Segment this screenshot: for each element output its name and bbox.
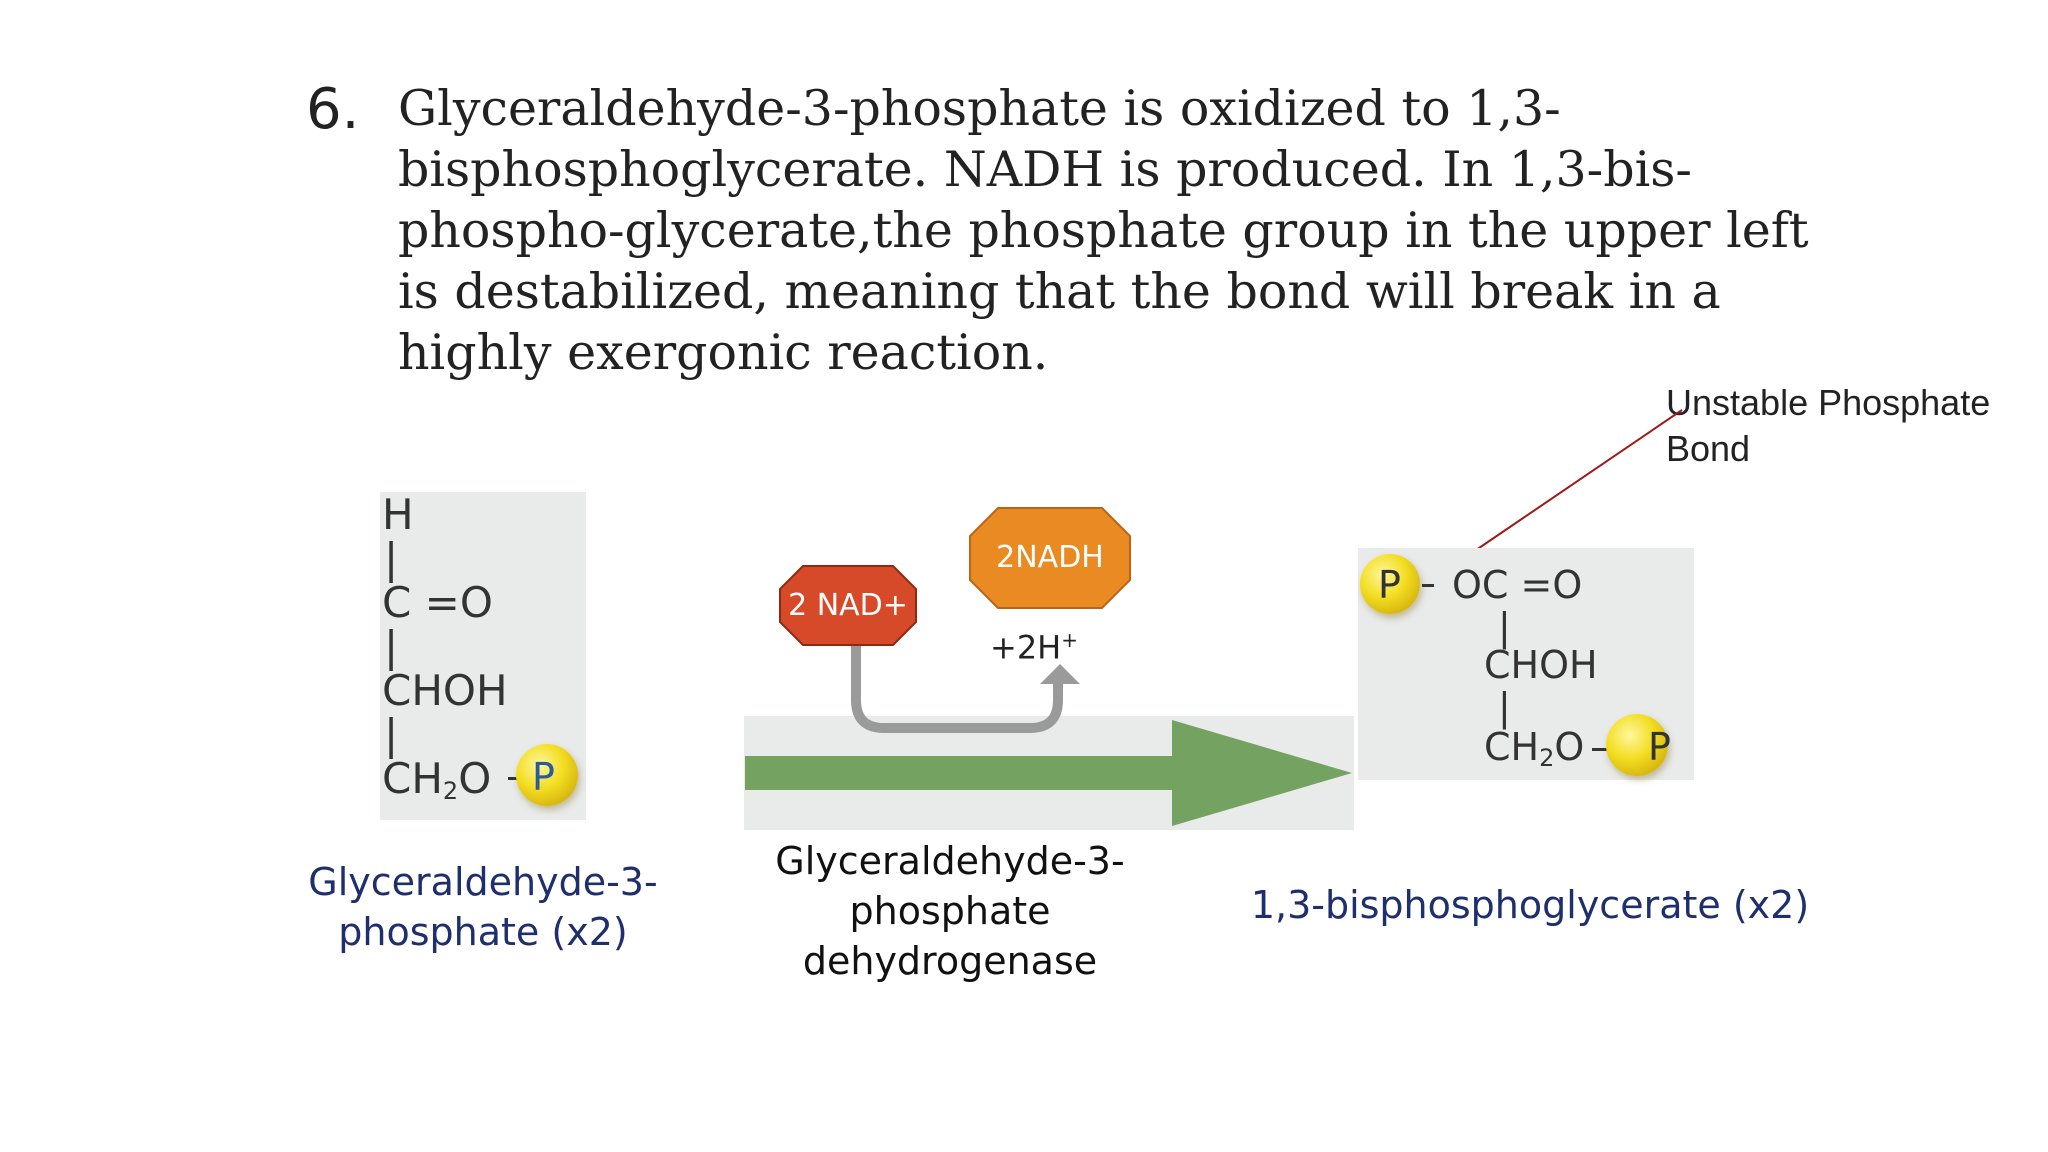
product-ch: CH bbox=[1484, 725, 1540, 769]
product-subscript-2: 2 bbox=[1539, 744, 1555, 772]
product-phosphate-ball-left bbox=[1360, 554, 1420, 614]
reactant-subscript-2: 2 bbox=[442, 777, 459, 805]
step-number: 6. bbox=[306, 77, 360, 142]
reactant-bond-2: | bbox=[384, 622, 399, 671]
product-bond-2: | bbox=[1498, 685, 1511, 729]
reactant-row-choh: CHOH bbox=[382, 666, 508, 715]
reactant-phosphate-bond bbox=[508, 777, 522, 780]
reactant-phosphate-ball bbox=[516, 744, 578, 806]
reactant-o: O bbox=[458, 754, 492, 803]
enzyme-caption-line-1: Glyceraldehyde-3- bbox=[775, 839, 1125, 883]
step-line-3: phospho-glycerate,the phosphate group in… bbox=[398, 202, 1809, 259]
product-row-ch2o: CH2O bbox=[1484, 728, 1584, 770]
proton-text: +2H bbox=[990, 628, 1062, 667]
enzyme-caption: Glyceraldehyde-3- phosphate dehydrogenas… bbox=[750, 836, 1150, 986]
nadh-octagon bbox=[969, 507, 1131, 609]
product-caption: 1,3-bisphosphoglycerate (x2) bbox=[1250, 883, 1810, 927]
step-line-2: bisphosphoglycerate. NADH is produced. I… bbox=[398, 141, 1692, 198]
reactant-caption: Glyceraldehyde-3- phosphate (x2) bbox=[283, 857, 683, 957]
product-unstable-bond bbox=[1422, 584, 1434, 587]
cofactor-arrowhead bbox=[1040, 664, 1080, 684]
product-structure-panel: P OC =O | CHOH | CH2O P bbox=[1358, 548, 1694, 780]
unstable-bond-label-line-2: Bond bbox=[1666, 428, 1751, 469]
nad-octagon bbox=[779, 565, 917, 646]
reactant-row-aldehyde: C =O bbox=[382, 578, 493, 627]
reactant-caption-line-1: Glyceraldehyde-3- bbox=[308, 860, 658, 904]
reactant-phosphate-label: P bbox=[532, 755, 555, 799]
reactant-row-h: H bbox=[382, 490, 414, 539]
product-o: O bbox=[1554, 725, 1585, 769]
nad-label: 2 NAD+ bbox=[788, 588, 908, 623]
product-row-carboxyl: OC =O bbox=[1452, 563, 1583, 607]
enzyme-caption-line-3: dehydrogenase bbox=[802, 939, 1098, 983]
reactant-bond-1: | bbox=[384, 534, 399, 583]
reactant-bond-3: | bbox=[384, 710, 399, 759]
product-phosphate-label-left: P bbox=[1378, 563, 1401, 607]
step-line-5: highly exergonic reaction. bbox=[398, 324, 1049, 381]
unstable-bond-label-line-1: Unstable Phosphate bbox=[1666, 382, 1991, 423]
nadh-label: 2NADH bbox=[996, 540, 1104, 575]
product-bond-1: | bbox=[1498, 605, 1511, 649]
unstable-bond-label: Unstable Phosphate Bond bbox=[1666, 380, 1990, 472]
product-phosphate-bond-right bbox=[1592, 748, 1614, 751]
reactant-ch: CH bbox=[382, 754, 443, 803]
proton-label: +2H+ bbox=[990, 628, 1078, 667]
cofactor-curved-arrow bbox=[851, 640, 1063, 733]
reactant-caption-line-2: phosphate (x2) bbox=[338, 910, 628, 954]
product-row-choh: CHOH bbox=[1484, 643, 1598, 687]
reactant-structure-panel: H | C =O | CHOH | CH2O P bbox=[380, 492, 586, 820]
reactant-row-ch2o: CH2O bbox=[382, 758, 491, 805]
product-phosphate-label-right: P bbox=[1648, 725, 1671, 769]
step-description: Glyceraldehyde-3-phosphate is oxidized t… bbox=[398, 78, 1809, 383]
enzyme-caption-line-2: phosphate bbox=[849, 889, 1051, 933]
proton-charge: + bbox=[1061, 628, 1078, 652]
step-line-1: Glyceraldehyde-3-phosphate is oxidized t… bbox=[398, 80, 1561, 137]
reaction-arrow bbox=[745, 720, 1352, 826]
step-line-4: is destabilized, meaning that the bond w… bbox=[398, 263, 1721, 320]
product-phosphate-ball-right bbox=[1606, 714, 1668, 776]
